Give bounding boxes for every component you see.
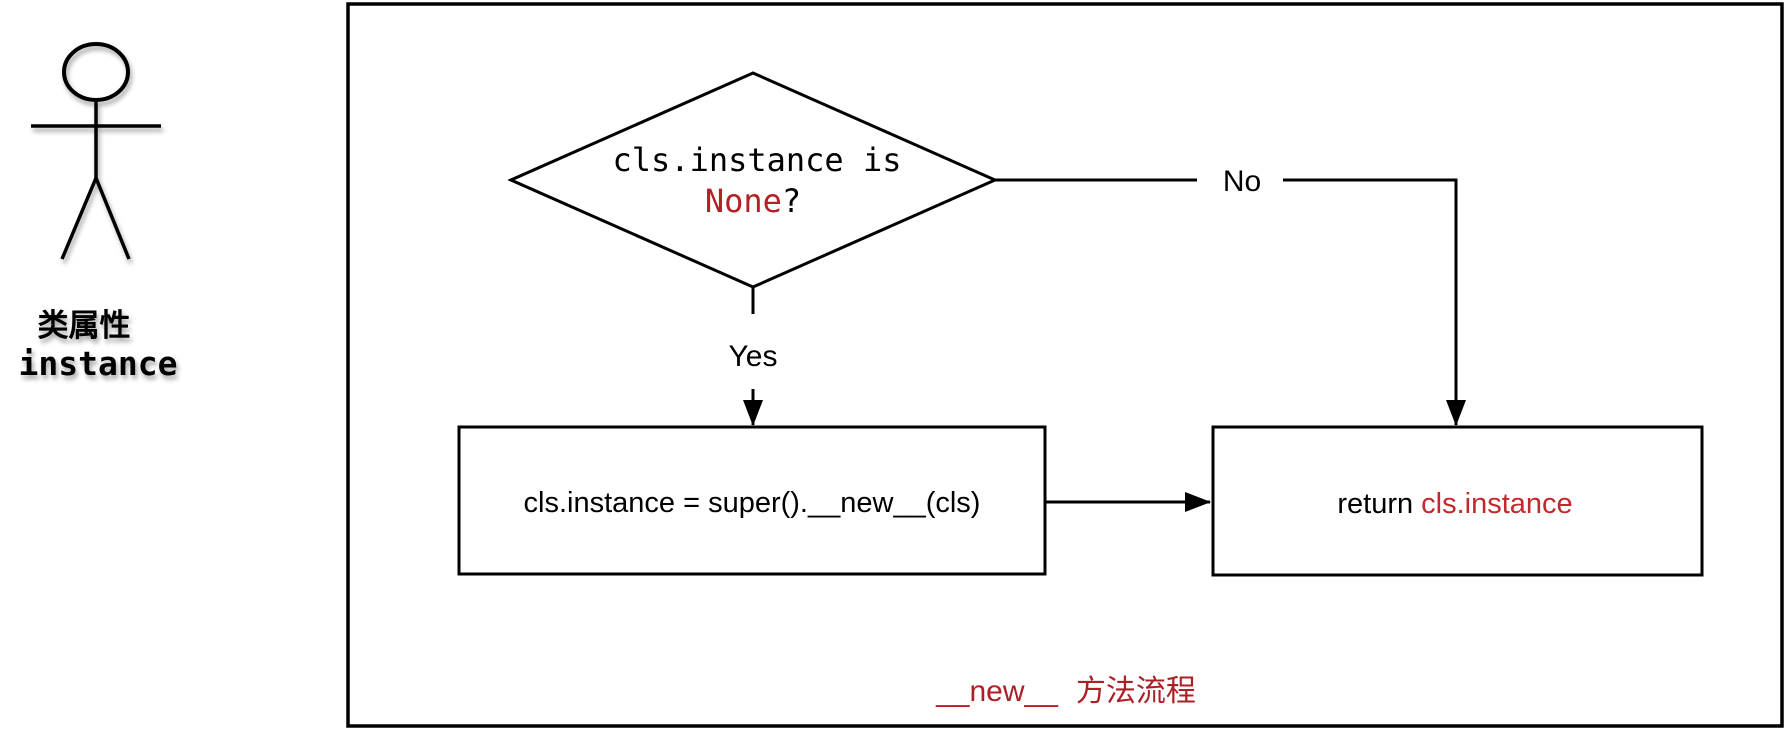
decision-none-value: None [705,182,782,220]
decision-text-line1: cls.instance is [613,141,902,179]
caption-method-name: __new__ [935,675,1059,708]
no-arrow [1283,178,1466,426]
caption-cjk-text: 方法流程 [1076,675,1196,708]
actor-label: 类属性 [38,308,131,343]
diagram-caption: __new__ 方法流程 [935,675,1196,708]
return-keyword: return [1337,488,1413,520]
decision-diamond [507,71,999,289]
decision-text-line2: None? [705,182,801,220]
process-box-text: cls.instance = super().__new__(cls) [524,487,981,519]
stick-figure-icon: 类属性 instance [19,42,178,383]
stick-figure-left-leg [60,177,98,260]
stick-figure-head [62,42,130,102]
no-label: No [1223,165,1261,198]
flowchart-frame [346,2,1784,728]
actor-attribute-label: instance [19,344,178,383]
return-value: cls.instance [1421,488,1573,520]
process-box [457,425,1047,576]
return-box [1211,425,1704,577]
decision-question-mark: ? [782,182,801,220]
stick-figure-right-leg [94,177,131,260]
yes-label: Yes [729,340,778,373]
